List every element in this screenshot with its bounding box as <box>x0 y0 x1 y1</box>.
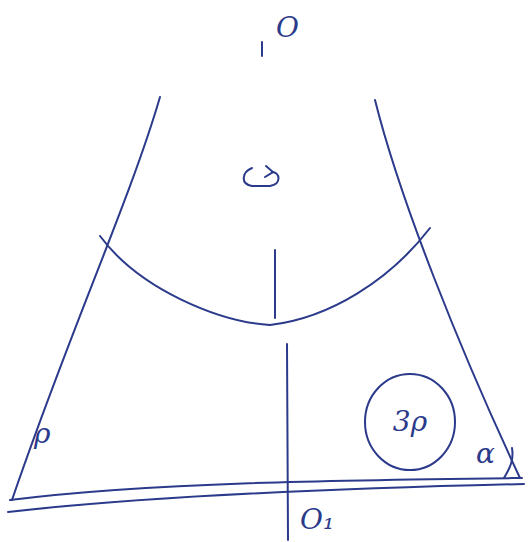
density-label: ρ <box>34 420 50 448</box>
vessel-wall <box>375 100 520 478</box>
vessel-wall <box>12 97 160 500</box>
ball: 3ρ <box>363 372 457 472</box>
ball-outline <box>365 374 455 470</box>
axis-line <box>274 250 276 318</box>
density-label: 3ρ <box>393 408 427 436</box>
axis-line <box>287 344 288 540</box>
vessel-bottom <box>10 478 522 500</box>
vessel-bottom <box>8 484 524 512</box>
angle-arc <box>504 448 513 478</box>
rotation-arrowhead <box>265 166 273 177</box>
angle-label: α <box>476 440 495 468</box>
point-label: O₁ <box>300 506 334 534</box>
liquid-surface <box>100 228 430 325</box>
point-label: O <box>276 14 299 42</box>
rotation-arrow <box>244 168 279 186</box>
axis-line <box>261 42 263 56</box>
